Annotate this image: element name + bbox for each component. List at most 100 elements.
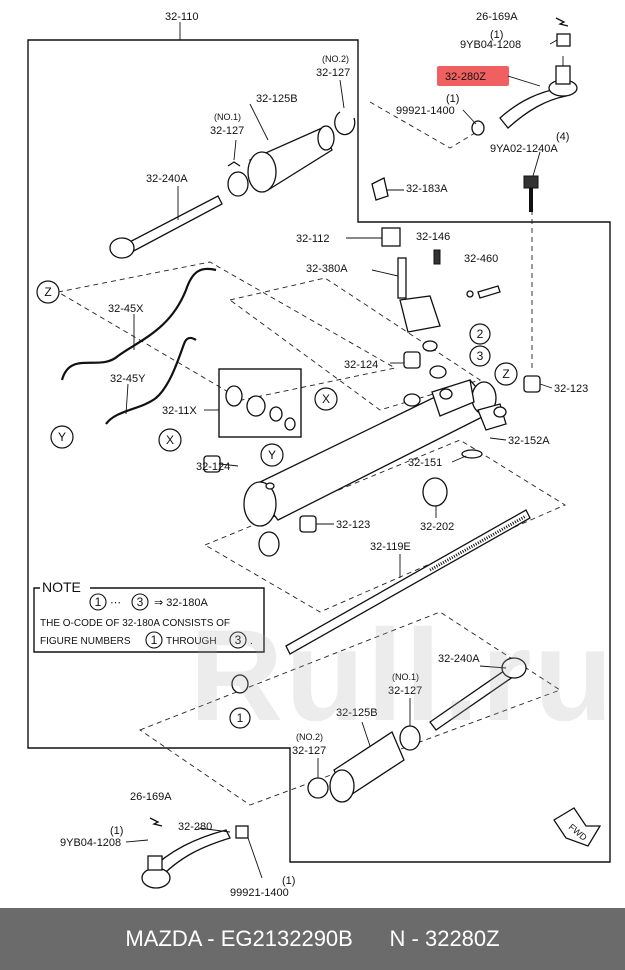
marker-2: 2 (469, 323, 491, 345)
assembly-frame (27, 39, 611, 863)
svg-text:.: . (250, 636, 253, 647)
pipe-32-45y (105, 336, 197, 425)
label-qty-1-top2: (1) (446, 93, 459, 105)
svg-text:Y: Y (58, 430, 66, 444)
label-9yb04-1208-top: 9YB04-1208 (460, 39, 521, 51)
marker-x-left: X (158, 428, 182, 452)
label-32-110: 32-110 (165, 11, 198, 23)
label-32-202: 32-202 (420, 521, 454, 533)
svg-text:X: X (166, 433, 174, 447)
tie-rod-end-32-280z (471, 17, 578, 136)
marker-z-right: Z (494, 362, 518, 386)
svg-text:1: 1 (151, 633, 158, 647)
label-32-127-d: 32-127 (292, 745, 326, 757)
guide-box-mount (203, 439, 566, 613)
label-no1-bottom: (NO.1) (392, 672, 419, 682)
guide-box-upper (56, 261, 397, 401)
part-highlight-32-280z (437, 66, 509, 86)
label-32-45x: 32-45X (108, 303, 144, 315)
guide-box-lower (139, 611, 561, 806)
pinion-housing-32-380a (381, 227, 501, 333)
label-32-125b-bottom: 32-125B (336, 707, 378, 719)
note-line-3b: THROUGH (166, 636, 217, 647)
svg-text:Y: Y (268, 448, 276, 462)
label-32-240a-top: 32-240A (146, 173, 188, 185)
rack-housing-32-110 (243, 379, 498, 527)
guide-box-pinion (228, 277, 482, 411)
label-26-169a-top: 26-169A (476, 11, 518, 23)
svg-text:Z: Z (502, 367, 509, 381)
label-32-152a: 32-152A (508, 435, 550, 447)
label-32-11x: 32-11X (162, 405, 197, 417)
footer-brand-code: MAZDA - EG2132290B (125, 926, 353, 951)
marker-z-left: Z (36, 280, 60, 304)
label-no2-top: (NO.2) (322, 54, 349, 64)
label-99921-1400-bottom: 99921-1400 (230, 887, 289, 899)
label-no2-bottom: (NO.2) (296, 732, 323, 742)
label-32-151: 32-151 (408, 457, 442, 469)
inner-tie-rod-32-240a-top (109, 195, 223, 259)
svg-text:X: X (322, 392, 330, 406)
footer-bar: MAZDA - EG2132290B N - 32280Z (0, 908, 625, 970)
note-line-3a: FIGURE NUMBERS (40, 636, 131, 647)
fwd-arrow-icon: FWD (553, 807, 602, 847)
label-32-380a: 32-380A (306, 263, 348, 275)
label-32-127-c: 32-127 (388, 685, 422, 697)
label-9ya02-1240a: 9YA02-1240A (490, 143, 558, 155)
guide-line-tierod (369, 101, 481, 149)
footer-spacer (353, 926, 390, 952)
label-32-460: 32-460 (464, 253, 498, 265)
svg-text:⇒ 32-180A: ⇒ 32-180A (154, 597, 209, 609)
svg-text:3: 3 (477, 349, 484, 363)
label-32-45y: 32-45Y (110, 373, 146, 385)
label-32-240a-bottom: 32-240A (438, 653, 480, 665)
label-32-183a: 32-183A (406, 183, 448, 195)
bushings (203, 340, 541, 557)
marker-y-center: Y (260, 443, 284, 467)
label-32-127-b: 32-127 (210, 125, 244, 137)
svg-text:3: 3 (235, 633, 242, 647)
boot-32-125b-top (227, 111, 356, 197)
svg-text:2: 2 (477, 327, 484, 341)
marker-y-left: Y (50, 425, 74, 449)
label-32-124-a: 32-124 (344, 359, 378, 371)
rack-bar-32-119e (285, 509, 531, 655)
label-32-123-b: 32-123 (336, 519, 370, 531)
label-qty-1-bottom: (1) (110, 825, 123, 837)
note-box: NOTE 1 ⋯ 3 ⇒ 32-180A THE O-CODE OF 32-18… (33, 579, 265, 653)
label-32-146: 32-146 (416, 231, 450, 243)
marker-x-right: X (314, 387, 338, 411)
label-32-112: 32-112 (296, 233, 329, 245)
label-32-280z: 32-280Z (445, 71, 486, 83)
bracket-32-152a (461, 403, 507, 459)
svg-text:1: 1 (237, 711, 244, 725)
label-32-119e: 32-119E (370, 541, 411, 553)
label-26-169a-bottom: 26-169A (130, 791, 172, 803)
marker-3: 3 (469, 345, 491, 367)
pipe-32-45x (60, 267, 217, 381)
leader-lines (125, 39, 558, 879)
svg-text:3: 3 (137, 595, 144, 609)
label-32-125b-top: 32-125B (256, 93, 298, 105)
label-9yb04-1208-bottom: 9YB04-1208 (60, 837, 121, 849)
marker-1-lower: 1 (229, 707, 251, 729)
label-32-123-a: 32-123 (554, 383, 588, 395)
footer-part-number: N - 32280Z (389, 926, 500, 951)
label-qty-1-top: (1) (490, 29, 503, 41)
seal-kit-box-32-11x (218, 368, 302, 438)
label-qty-4: (4) (556, 131, 569, 143)
bracket-32-183a (371, 177, 389, 201)
svg-text:⋯: ⋯ (110, 597, 121, 609)
svg-text:Z: Z (44, 285, 51, 299)
bolt-9ya02-1240a (523, 175, 539, 212)
exploded-parts-diagram: FWD 32-110 26-169A (1) 9YB04-1 (27, 11, 611, 899)
label-99921-1400-top: 99921-1400 (396, 105, 455, 117)
seal-kit-parts (225, 385, 296, 431)
svg-text:1: 1 (95, 595, 102, 609)
note-title: NOTE (42, 579, 81, 595)
note-line-2: THE O-CODE OF 32-180A CONSISTS OF (40, 618, 230, 629)
label-32-280: 32-280 (178, 821, 212, 833)
label-qty-1-bottom2: (1) (282, 875, 295, 887)
label-no1-top: (NO.1) (214, 112, 241, 122)
label-32-127-a: 32-127 (316, 67, 350, 79)
